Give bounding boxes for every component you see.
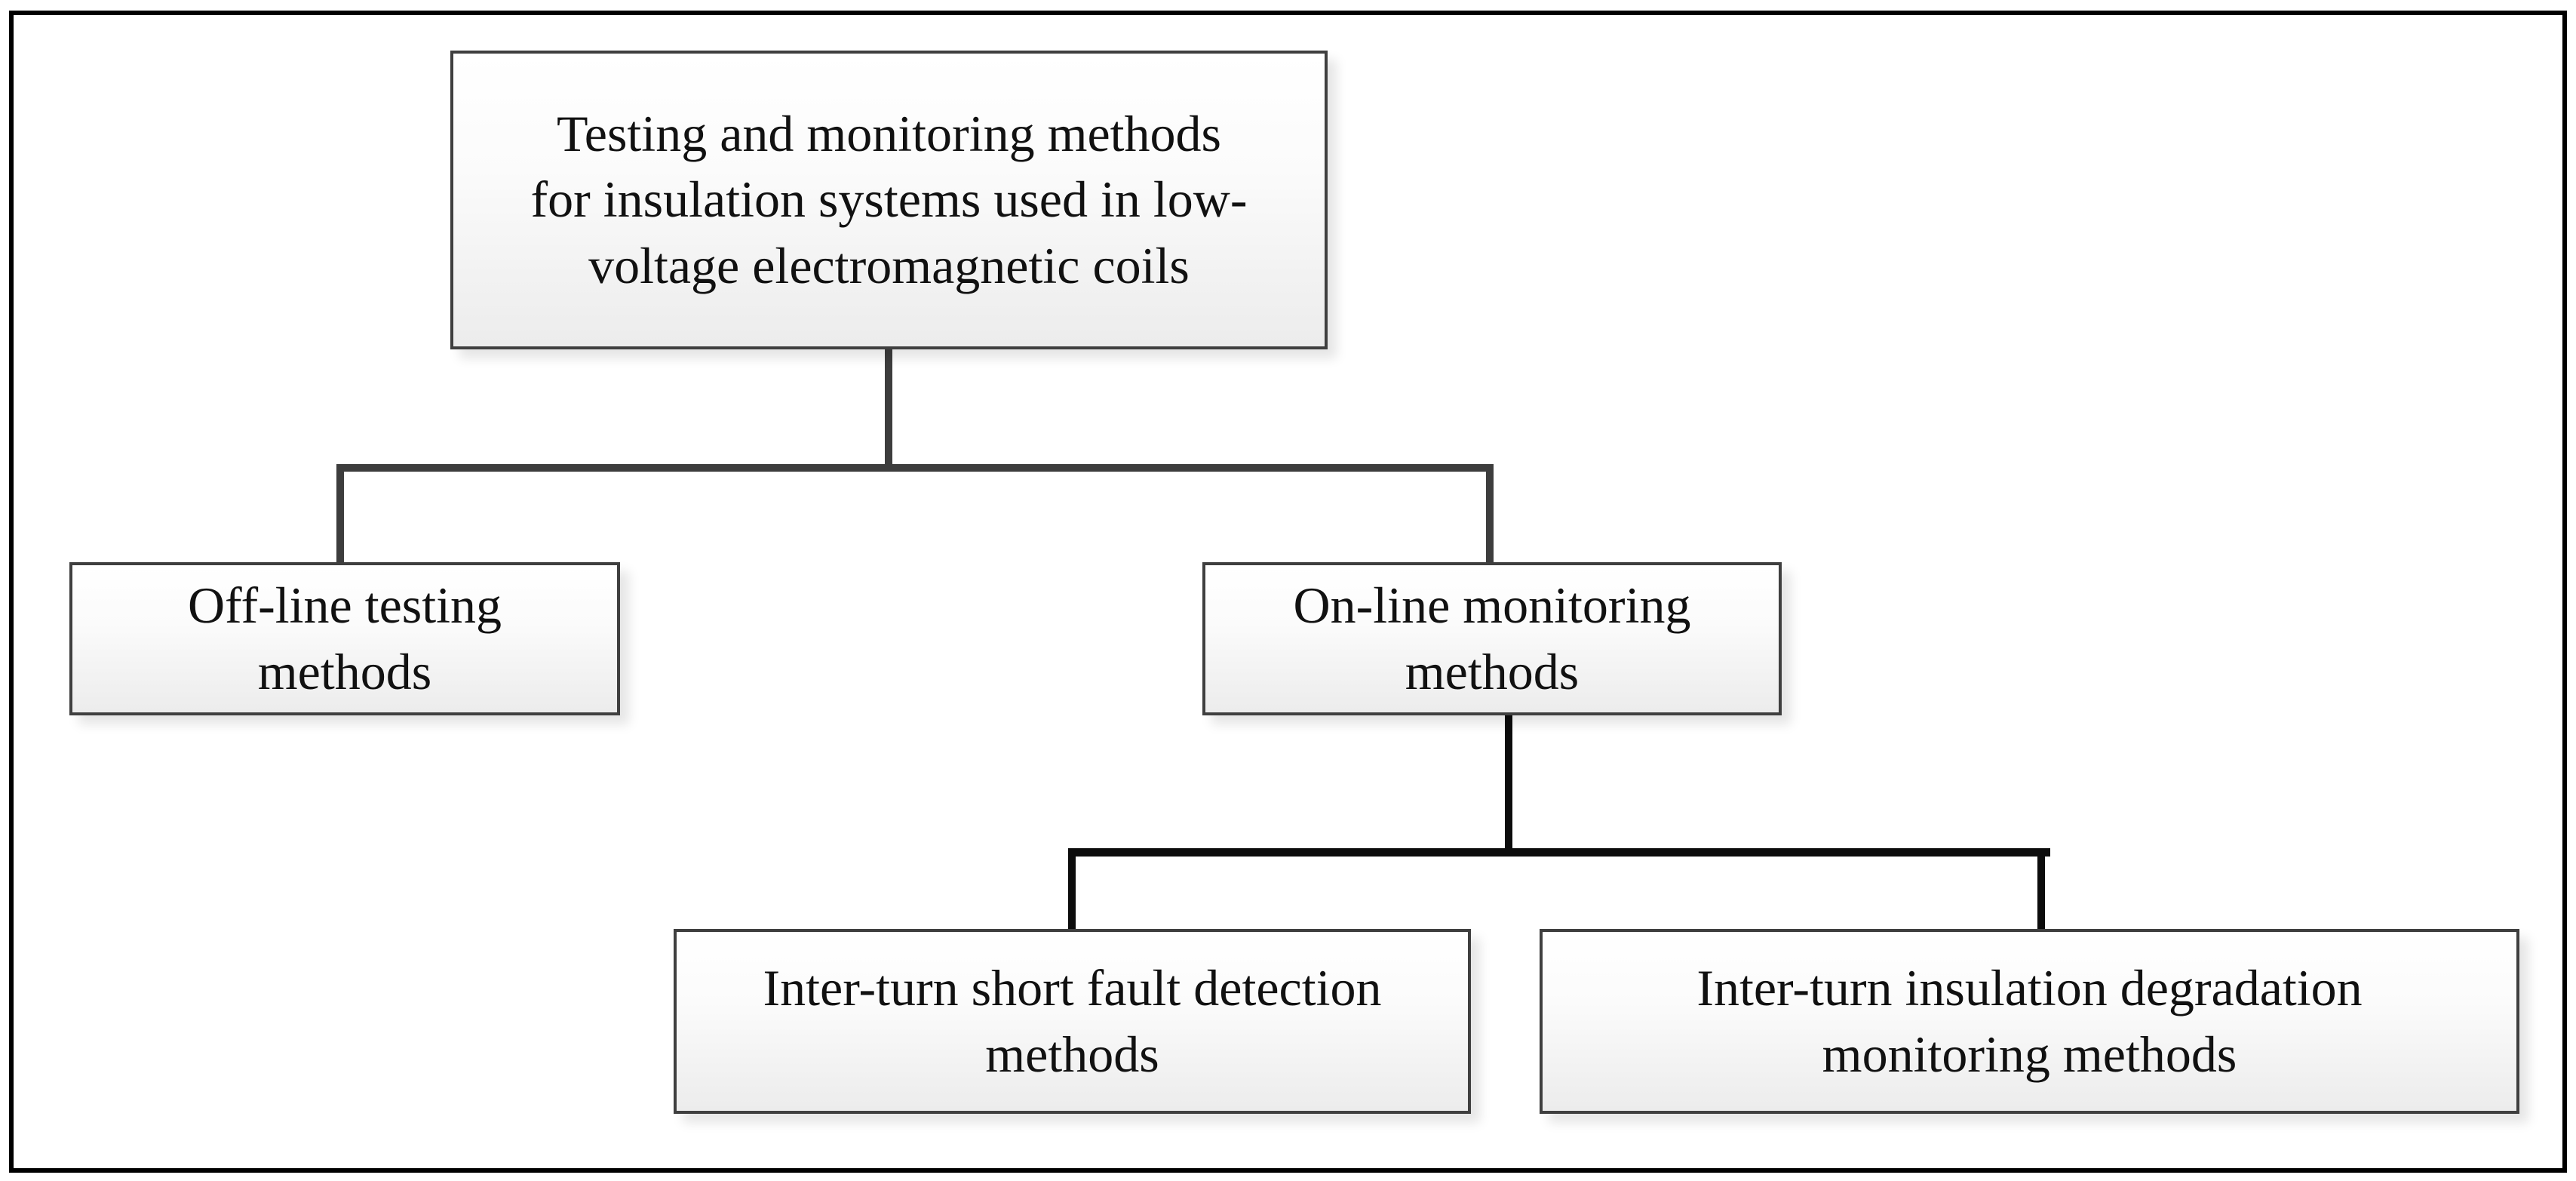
connector-level2-crossbar (336, 464, 1494, 472)
connector-drop-offline (336, 464, 344, 562)
node-degradation-label: Inter-turn insulation degradation monito… (1696, 959, 2363, 1083)
node-online-label: On-line monitoring methods (1293, 577, 1691, 700)
connector-level3-crossbar (1068, 848, 2050, 857)
node-offline-label: Off-line testing methods (187, 577, 502, 700)
connector-online-stem (1505, 715, 1512, 856)
node-root: Testing and monitoring methods for insul… (450, 51, 1328, 349)
node-fault-detection: Inter-turn short fault detection methods (674, 929, 1471, 1114)
connector-drop-degradation (2037, 848, 2045, 929)
node-degradation-monitoring: Inter-turn insulation degradation monito… (1540, 929, 2519, 1114)
node-offline-testing: Off-line testing methods (69, 562, 620, 715)
figure-border-frame (9, 11, 2567, 1173)
node-fault-label: Inter-turn short fault detection methods (763, 959, 1382, 1083)
node-root-label: Testing and monitoring methods for insul… (530, 105, 1248, 294)
node-online-monitoring: On-line monitoring methods (1202, 562, 1782, 715)
connector-root-stem (885, 349, 892, 472)
connector-drop-online (1486, 464, 1494, 562)
connector-drop-fault (1068, 848, 1076, 929)
